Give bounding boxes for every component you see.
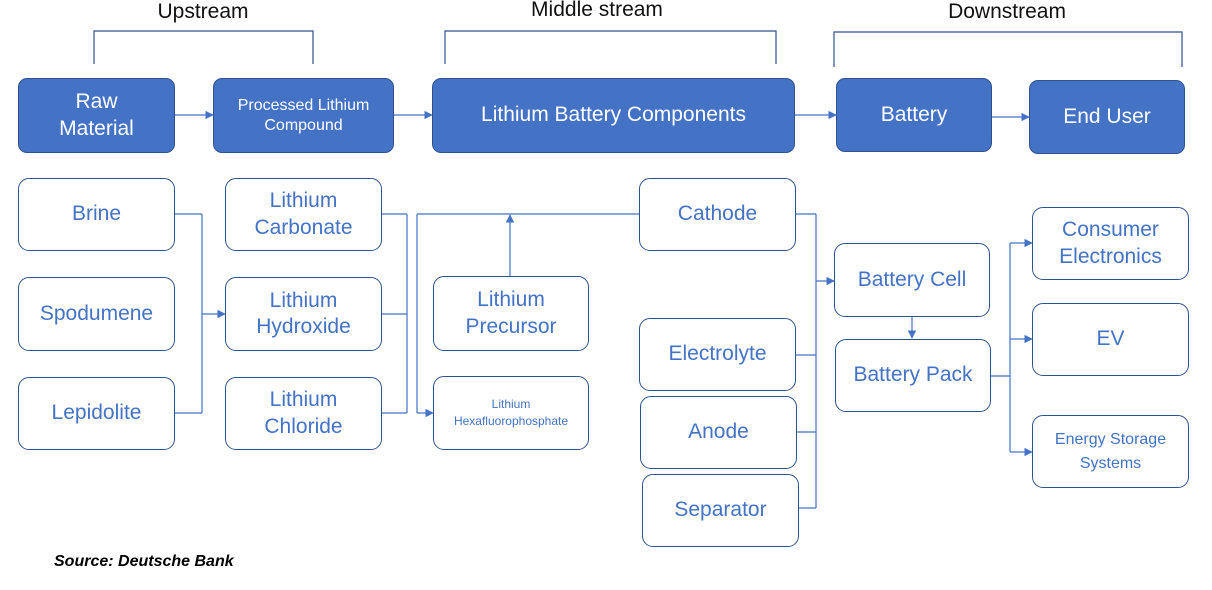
node-electrolyte-label: Electrolyte (668, 342, 767, 366)
node-electrolyte: Electrolyte (639, 318, 796, 391)
node-lithium-carbonate-label: Lithium Carbonate (254, 189, 353, 239)
node-cathode-label: Cathode (677, 202, 758, 226)
node-spodumene-label: Spodumene (39, 301, 154, 325)
node-lithium-precursor-label: Lithium Precursor (465, 288, 557, 338)
node-energy-storage-systems-label: Energy Storage Systems (1054, 431, 1167, 472)
section-upstream: Upstream (157, 0, 249, 23)
node-lithium-chloride: Lithium Chloride (225, 377, 382, 450)
components-connector (796, 213, 835, 509)
midstream-bracket (444, 30, 777, 64)
end-use-connector (991, 238, 1033, 457)
header-processed-lithium-label: Processed Lithium Compound (237, 96, 370, 134)
raw-materials-connector (175, 213, 226, 414)
section-midstream: Middle stream (531, 0, 663, 21)
node-energy-storage-systems: Energy Storage Systems (1032, 415, 1189, 488)
node-lithium-hydroxide-label: Lithium Hydroxide (256, 288, 351, 338)
node-lithium-hexafluorophosphate-label: Lithium Hexafluorophosphate (453, 396, 569, 428)
node-battery-cell: Battery Cell (834, 243, 990, 317)
node-separator: Separator (642, 474, 799, 547)
downstream-bracket (833, 31, 1183, 67)
node-brine-label: Brine (71, 202, 122, 226)
node-consumer-electronics-label: Consumer Electronics (1059, 218, 1162, 268)
header-end-user-label: End User (1063, 104, 1151, 128)
node-lithium-precursor: Lithium Precursor (433, 276, 589, 351)
section-downstream: Downstream (948, 0, 1066, 23)
node-separator-label: Separator (674, 498, 767, 522)
node-anode: Anode (640, 396, 797, 469)
header-battery-components: Lithium Battery Components (432, 78, 795, 153)
node-battery-pack: Battery Pack (835, 339, 991, 412)
node-consumer-electronics: Consumer Electronics (1032, 207, 1189, 280)
header-battery-components-label: Lithium Battery Components (481, 103, 746, 127)
header-end-user: End User (1029, 80, 1185, 154)
node-lithium-chloride-label: Lithium Chloride (264, 388, 343, 438)
node-spodumene: Spodumene (18, 277, 175, 351)
node-lithium-hexafluorophosphate: Lithium Hexafluorophosphate (433, 376, 589, 450)
processed-compounds-connector (382, 213, 639, 418)
node-battery-cell-label: Battery Cell (857, 267, 967, 291)
node-ev-label: EV (1096, 327, 1125, 351)
node-lepidolite-label: Lepidolite (51, 401, 142, 425)
node-anode-label: Anode (688, 420, 749, 444)
header-raw-material-label: Raw Material (59, 90, 134, 140)
node-ev: EV (1032, 303, 1189, 376)
section-brackets (93, 30, 1183, 67)
header-battery-label: Battery (880, 102, 948, 126)
node-cathode: Cathode (639, 178, 796, 251)
node-lithium-hydroxide: Lithium Hydroxide (225, 277, 382, 351)
node-brine: Brine (18, 178, 175, 251)
node-lithium-carbonate: Lithium Carbonate (225, 178, 382, 251)
source-note: Source: Deutsche Bank (54, 553, 234, 570)
upstream-bracket (93, 30, 314, 64)
header-processed-lithium: Processed Lithium Compound (213, 78, 394, 153)
header-raw-material: Raw Material (18, 78, 175, 153)
node-battery-pack-label: Battery Pack (853, 363, 973, 387)
header-battery: Battery (836, 78, 992, 152)
node-lepidolite: Lepidolite (18, 377, 175, 450)
